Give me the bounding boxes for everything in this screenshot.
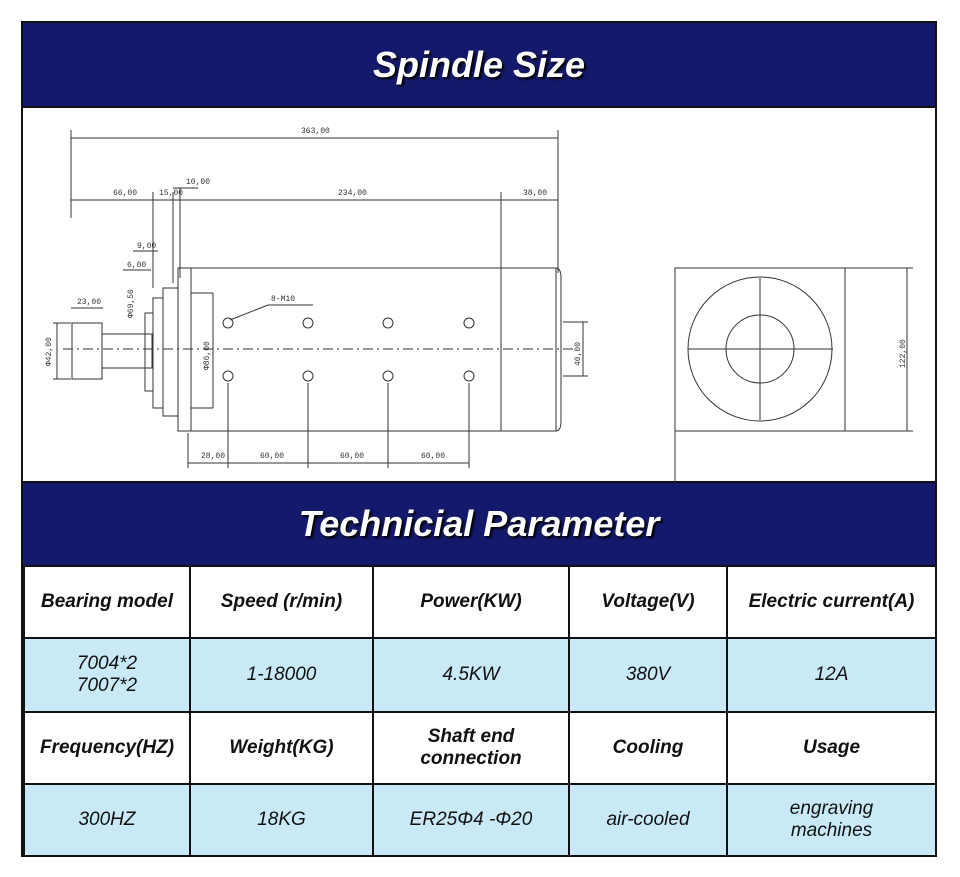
table-row: Bearing model Speed (r/min) Power(KW) Vo…	[23, 565, 937, 639]
header-voltage: Voltage(V)	[568, 565, 728, 639]
dim-6: 6,00	[127, 261, 146, 270]
dim-shaft-length: 23,00	[77, 298, 101, 307]
value-usage: engraving machines	[726, 783, 937, 857]
dim-height-40: 40,00	[574, 342, 583, 366]
dim-side-height: 122,00	[899, 339, 908, 368]
technical-parameter-title: Technicial Parameter	[298, 503, 660, 544]
dim-body-length: 234,00	[338, 189, 367, 198]
dim-total-length: 363,00	[301, 127, 330, 136]
value-voltage: 380V	[568, 637, 728, 713]
dim-offset-28: 28,00	[201, 452, 225, 461]
value-bearing-model: 7004*2 7007*2	[23, 637, 191, 713]
bearing-line-1: 7004*2	[76, 653, 138, 674]
header-usage: Usage	[726, 711, 937, 785]
value-shaft: ER25Φ4 -Φ20	[372, 783, 570, 857]
dim-pitch-2: 60,00	[340, 452, 364, 461]
dim-diameter-42: Φ42,00	[45, 337, 54, 366]
dim-diameter-86: Φ86,00	[203, 341, 212, 370]
table-row: Frequency(HZ) Weight(KG) Shaft end conne…	[23, 711, 937, 785]
technical-parameter-banner: Technicial Parameter	[23, 483, 935, 565]
value-current: 12A	[726, 637, 937, 713]
dim-9: 9,00	[137, 242, 156, 251]
dim-flange-ring: 10,00	[186, 178, 210, 187]
header-bearing-model: Bearing model	[23, 565, 191, 639]
dim-rear: 38,00	[523, 189, 547, 198]
spindle-size-banner: Spindle Size	[23, 23, 935, 106]
header-speed: Speed (r/min)	[189, 565, 374, 639]
dim-flange: 15,00	[159, 189, 183, 198]
dim-pitch-1: 60,00	[260, 452, 284, 461]
value-power: 4.5KW	[372, 637, 570, 713]
usage-line-1: engraving	[789, 798, 874, 819]
header-weight: Weight(KG)	[189, 711, 374, 785]
header-electric-current: Electric current(A)	[726, 565, 937, 639]
table-row: 7004*2 7007*2 1-18000 4.5KW 380V 12A	[23, 637, 937, 713]
bearing-line-2: 7007*2	[76, 675, 138, 696]
dim-pitch-3: 60,00	[421, 452, 445, 461]
spec-sheet: Spindle Size	[21, 21, 937, 857]
header-frequency: Frequency(HZ)	[23, 711, 191, 785]
table-row: 300HZ 18KG ER25Φ4 -Φ20 air-cooled engrav…	[23, 783, 937, 857]
value-frequency: 300HZ	[23, 783, 191, 857]
value-cooling: air-cooled	[568, 783, 728, 857]
value-speed: 1-18000	[189, 637, 374, 713]
dim-front-length: 66,00	[113, 189, 137, 198]
usage-line-2: machines	[790, 820, 873, 841]
spindle-drawing-svg: 363,00 66,00 15,00 10,00 234,00 38,00 9,…	[45, 127, 913, 485]
spindle-size-title: Spindle Size	[372, 43, 586, 85]
shaft-line-1: Shaft end	[427, 726, 515, 747]
dim-diameter-69: Φ69,50	[127, 289, 136, 318]
shaft-line-2: connection	[420, 748, 522, 769]
header-shaft-end: Shaft end connection	[372, 711, 570, 785]
header-power: Power(KW)	[372, 565, 570, 639]
value-weight: 18KG	[189, 783, 374, 857]
header-cooling: Cooling	[568, 711, 728, 785]
bolt-label: 8-M10	[271, 295, 295, 304]
technical-drawing: 363,00 66,00 15,00 10,00 234,00 38,00 9,…	[23, 106, 935, 485]
parameter-table: Bearing model Speed (r/min) Power(KW) Vo…	[23, 565, 937, 857]
